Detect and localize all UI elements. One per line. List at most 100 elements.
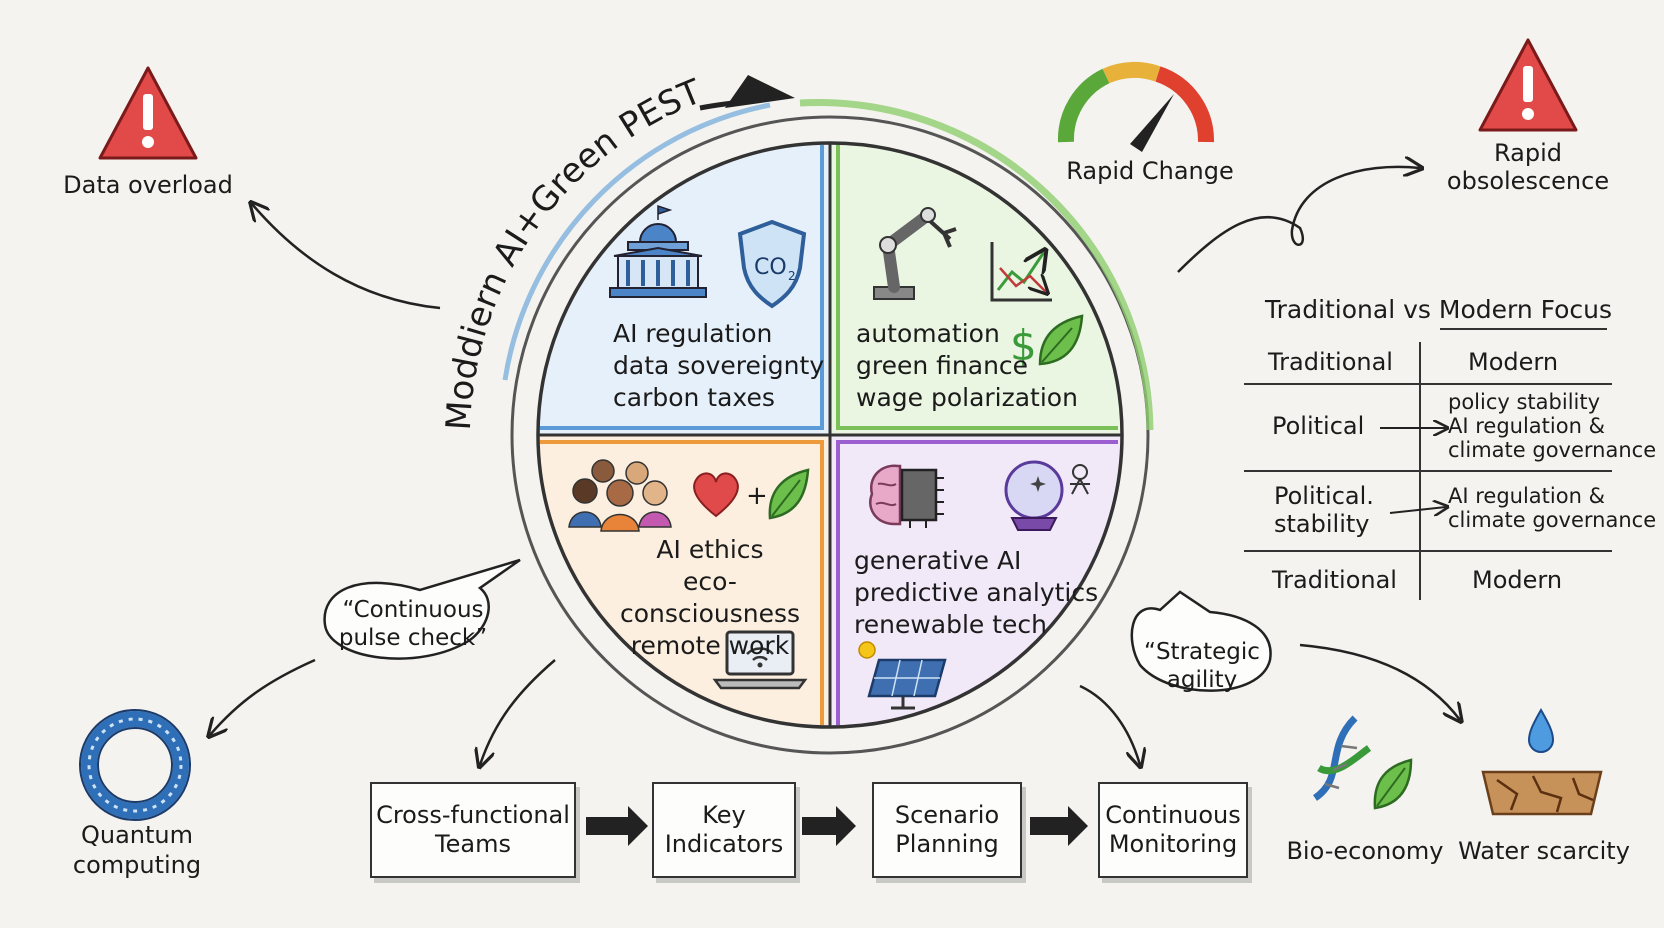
political-border [540, 145, 824, 430]
tech-item: predictive analytics [854, 578, 1099, 607]
economic-item: wage polarization [856, 383, 1078, 412]
heart-plus-leaf-icon: + [693, 468, 810, 520]
rapid-obsolescence-line: obsolescence [1446, 166, 1610, 195]
bio-economy-label: Bio-economy [1286, 837, 1444, 865]
people-group-icon [568, 459, 672, 532]
connector-arrows [210, 167, 1460, 765]
quantum-line: Quantum [80, 821, 194, 849]
water-drop-cracked-earth-icon [1481, 707, 1603, 816]
solar-panel-icon [858, 641, 947, 710]
table-row1-left: Political [1272, 412, 1365, 440]
warning-triangle-icon [98, 66, 198, 160]
brain-chip-icon [869, 464, 944, 528]
flow-step-line: Key [702, 801, 746, 829]
social-border [540, 440, 824, 725]
political-item: carbon taxes [613, 383, 775, 412]
rapid-change-label: Rapid Change [1066, 157, 1234, 185]
flow-step-line: Planning [895, 830, 999, 858]
table-arrows [1380, 428, 1446, 513]
flow-step-line: Teams [435, 830, 511, 858]
social-item: AI ethics [656, 535, 764, 564]
table-footer-traditional: Traditional [1272, 566, 1397, 594]
table-cell-line: climate governance [1448, 508, 1657, 532]
agility-bubble-shape [1130, 590, 1272, 692]
speedometer-gauge-icon [1057, 61, 1215, 152]
table-footer-modern: Modern [1472, 566, 1563, 594]
svg-text:$: $ [1010, 321, 1037, 370]
table-row1-right: policy stability AI regulation & climate… [1448, 390, 1656, 462]
flow-step-line: Cross-functional [376, 801, 570, 829]
green-ring-arc [799, 99, 1154, 431]
table-cell-line: climate governance [1448, 438, 1657, 462]
flow-step-line: Continuous [1105, 801, 1241, 829]
data-overload-label: Data overload [63, 171, 233, 199]
agility-bubble-line: “Strategic [1144, 639, 1260, 665]
pulse-bubble-line: pulse check” [338, 625, 488, 651]
quantum-ring-icon [79, 709, 191, 821]
table-cell-line: stability [1274, 510, 1370, 538]
svg-text:CO: CO [754, 255, 787, 280]
laptop-wifi-icon [712, 630, 808, 690]
table-cell-line: AI regulation & [1448, 414, 1605, 438]
flow-arrow-icon [1030, 806, 1088, 846]
quadrant-political: AI regulation data sovereignty carbon ta… [613, 318, 824, 414]
comparison-title: Traditional vs Modern Focus [1265, 295, 1613, 324]
svg-text:+: + [746, 481, 768, 511]
warning-triangle-icon [1478, 38, 1578, 132]
political-item: data sovereignty [613, 351, 825, 380]
rapid-obsolescence-line: Rapid [1494, 139, 1562, 167]
crystal-ball-icon [1004, 460, 1064, 531]
trend-chart-icon [990, 242, 1052, 302]
svg-text:2: 2 [788, 269, 796, 283]
rapid-obsolescence-label: Rapid obsolescence [1432, 139, 1624, 195]
table-row2-left: Political. stability [1274, 482, 1374, 538]
quadrant-technological: generative AI predictive analytics renew… [854, 545, 1098, 641]
table-cell-line: AI regulation & [1448, 484, 1605, 508]
flow-step-line: Indicators [664, 830, 784, 858]
flow-arrows [586, 806, 1088, 846]
water-scarcity-label: Water scarcity [1458, 837, 1630, 865]
political-item: AI regulation [613, 319, 773, 348]
table-cell-line: policy stability [1448, 390, 1601, 414]
table-header-modern: Modern [1468, 348, 1559, 376]
social-item: eco-consciousness [619, 567, 801, 628]
flow-step-line: Scenario [894, 801, 1000, 829]
tech-border [836, 440, 1118, 725]
social-item: remote work [630, 631, 790, 660]
government-building-icon [609, 204, 707, 298]
robot-arm-icon [873, 207, 957, 300]
ring-arrow-shaft [699, 97, 761, 111]
outer-ring [510, 115, 1150, 755]
agility-bubble-line: agility [1166, 667, 1238, 693]
pulse-bubble-line: “Continuous [342, 597, 484, 623]
quantum-line: computing [72, 851, 202, 879]
sparkle-figure-icon [1070, 464, 1090, 495]
flow-arrow-icon [802, 806, 856, 846]
quadrant-social: AI ethics eco-consciousness remote work [600, 534, 820, 662]
blue-ring-arc [502, 102, 771, 381]
quadrant-economic: automation green finance wage polarizati… [856, 318, 1078, 414]
comparison-table-lines [1244, 328, 1612, 600]
flow-arrow-icon [586, 806, 648, 846]
tech-item: renewable tech [854, 610, 1048, 639]
table-cell-line: Political. [1274, 482, 1374, 510]
economic-border [836, 145, 1118, 430]
dna-leaf-icon [1312, 715, 1413, 810]
table-header-traditional: Traditional [1268, 348, 1393, 376]
economic-item: green finance [856, 351, 1029, 380]
strategic-agility-bubble: “Strategic agility [1132, 638, 1272, 694]
flow-step-line: Monitoring [1108, 830, 1238, 858]
dollar-leaf-icon: $ [1010, 314, 1084, 370]
pulse-bubble-shape [323, 558, 521, 660]
pulse-check-bubble: “Continuous pulse check” [328, 596, 498, 652]
economic-item: automation [856, 319, 1000, 348]
quantum-computing-label: Quantum computing [62, 820, 212, 880]
tech-item: generative AI [854, 546, 1022, 575]
co2-shield-icon: CO 2 [737, 219, 807, 309]
